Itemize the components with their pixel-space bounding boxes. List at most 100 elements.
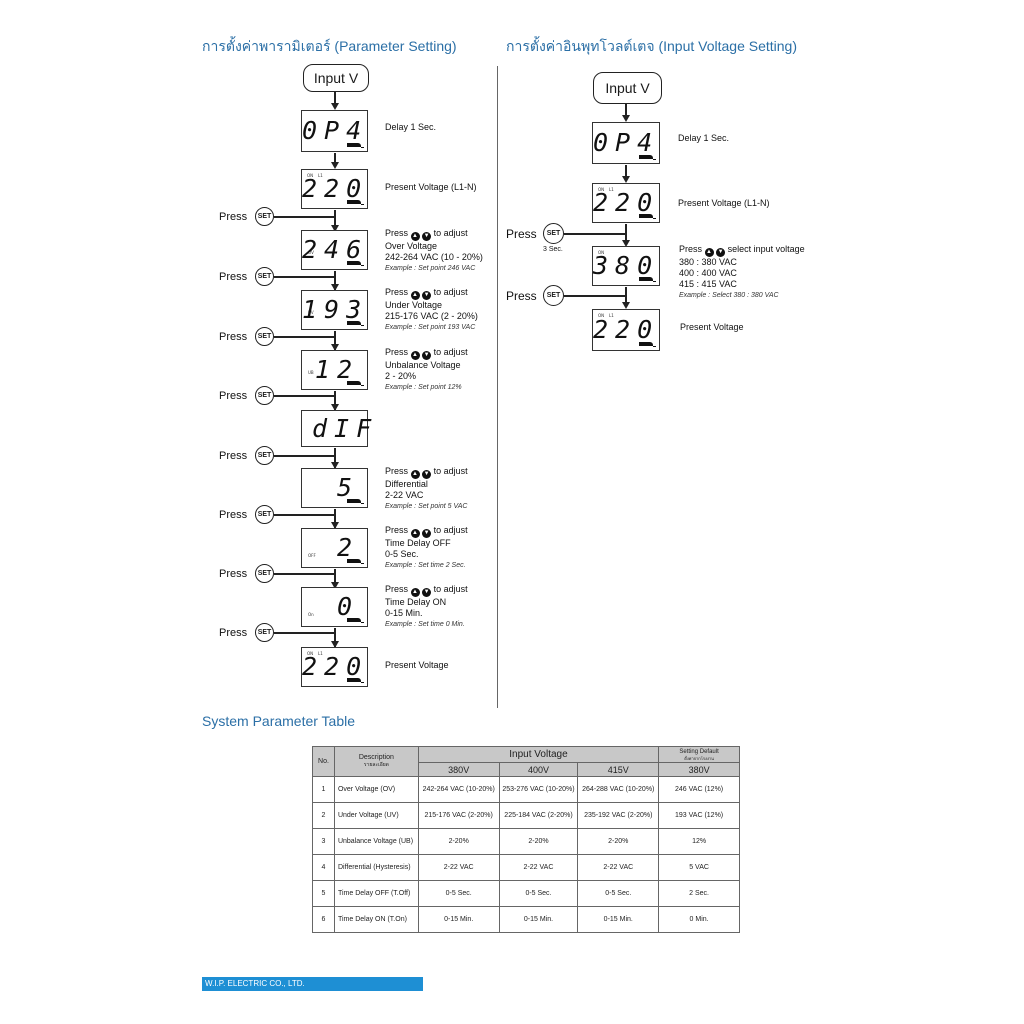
set-button[interactable]: SET [255,386,274,405]
display-digits: 12 [314,354,359,384]
header-input-voltage: Input Voltage [417,746,660,763]
display-digits: 2 [336,532,359,562]
header-400v: 400V [498,762,579,777]
display-tag: On [308,611,314,617]
header-default-380v: 380V [658,762,740,777]
present-voltage-desc: Present Voltage (L1-N) [678,198,770,208]
press-label: Press [506,227,537,241]
header-380v: 380V [417,762,500,777]
brand-logo-icon [639,342,656,347]
display-tag: L1 [609,187,614,192]
display-digits: 220 [593,314,660,344]
display-tag: ON [598,250,605,255]
three-sec-label: 3 Sec. [543,246,563,253]
down-arrow-icon: ▼ [422,588,432,597]
display-digits: 246 [302,234,369,264]
display-digits: 220 [302,173,369,203]
display-digits: 0P4 [593,127,660,157]
unbalance-desc: Press ▲ ▼ to adjust Unbalance Voltage 2 … [385,347,468,391]
brand-logo-icon [639,277,656,282]
press-label: Press [219,331,248,343]
display-digits: 193 [302,294,369,324]
display-tag: L1 [318,173,323,178]
header-no: No. [312,746,335,777]
display-present-voltage: ON L1 220 [592,183,660,223]
display-tag: OFF [308,552,316,558]
parameter-setting-heading: การตั้งค่าพารามิเตอร์ (Parameter Setting… [202,38,457,54]
press-label: Press [219,271,248,283]
table-title: System Parameter Table [202,713,356,729]
brand-logo-icon [347,321,364,326]
display-differential: 5 [301,468,368,508]
display-tag: OV [308,250,314,255]
brand-logo-icon [347,143,364,148]
press-label: Press [219,390,248,402]
set-button[interactable]: SET [255,505,274,524]
display-time-on: On 0 [301,587,368,627]
set-button[interactable]: SET [255,207,274,226]
display-tag: ON [307,651,314,656]
up-arrow-icon: ▲ [410,232,420,241]
display-digits: 0 [336,591,359,621]
press-label: Press [506,289,537,303]
column-divider [497,66,498,708]
input-voltage-desc: Press ▲ ▼ select input voltage 380 : 380… [679,244,805,299]
press-label: Press [219,509,248,521]
set-button[interactable]: SET [255,327,274,346]
input-v-box: Input V [593,72,662,104]
header-415v: 415V [577,762,660,777]
set-button[interactable]: SET [543,223,564,244]
under-voltage-desc: Press ▲ ▼ to adjust Under Voltage 215-17… [385,287,478,331]
brand-logo-icon [347,261,364,266]
set-button[interactable]: SET [255,446,274,465]
press-label: Press [219,568,248,580]
display-present-voltage-final: ON L1 220 [301,647,368,687]
display-digits: 0P4 [302,115,369,145]
display-present-voltage-final: ON L1 220 [592,309,660,351]
brand-logo-icon [347,618,364,623]
brand-logo-icon [347,200,364,205]
display-tag: UV [308,310,314,315]
set-button[interactable]: SET [255,267,274,286]
display-380: ON 380 [592,246,660,286]
set-button[interactable]: SET [255,564,274,583]
down-arrow-icon: ▼ [422,232,432,241]
press-label: Press [219,211,248,223]
input-v-label: Input V [313,70,359,86]
display-tag: L1 [609,313,614,318]
brand-logo-icon [347,678,364,683]
up-arrow-icon: ▲ [410,291,420,300]
set-button[interactable]: SET [255,623,274,642]
brand-logo-icon [347,381,364,386]
display-over-voltage: OV 246 [301,230,368,270]
down-arrow-icon: ▼ [422,351,432,360]
brand-logo-icon [639,155,656,160]
display-dif: dIF [301,410,371,447]
display-digits: 220 [302,651,369,681]
display-tag: L1 [318,651,323,656]
display-digits: 5 [336,472,359,502]
set-button[interactable]: SET [543,285,564,306]
display-tag: ON [307,173,314,178]
up-arrow-icon: ▲ [410,470,420,479]
up-arrow-icon: ▲ [410,351,420,360]
display-digits: dIF [312,413,379,443]
present-voltage-desc: Present Voltage [680,322,744,332]
display-digits: 220 [593,187,660,217]
press-label: Press [219,627,248,639]
display-unbalance: UB 12 [301,350,368,390]
display-tag: UB [308,370,314,375]
time-on-desc: Press ▲ ▼ to adjust Time Delay ON 0-15 M… [385,584,468,628]
display-op4: 0P4 [301,110,368,152]
brand-logo-icon [639,214,656,219]
up-arrow-icon: ▲ [704,248,714,257]
input-v-label: Input V [605,80,650,96]
press-label: Press [219,450,248,462]
differential-desc: Press ▲ ▼ to adjust Differential 2-22 VA… [385,466,468,510]
